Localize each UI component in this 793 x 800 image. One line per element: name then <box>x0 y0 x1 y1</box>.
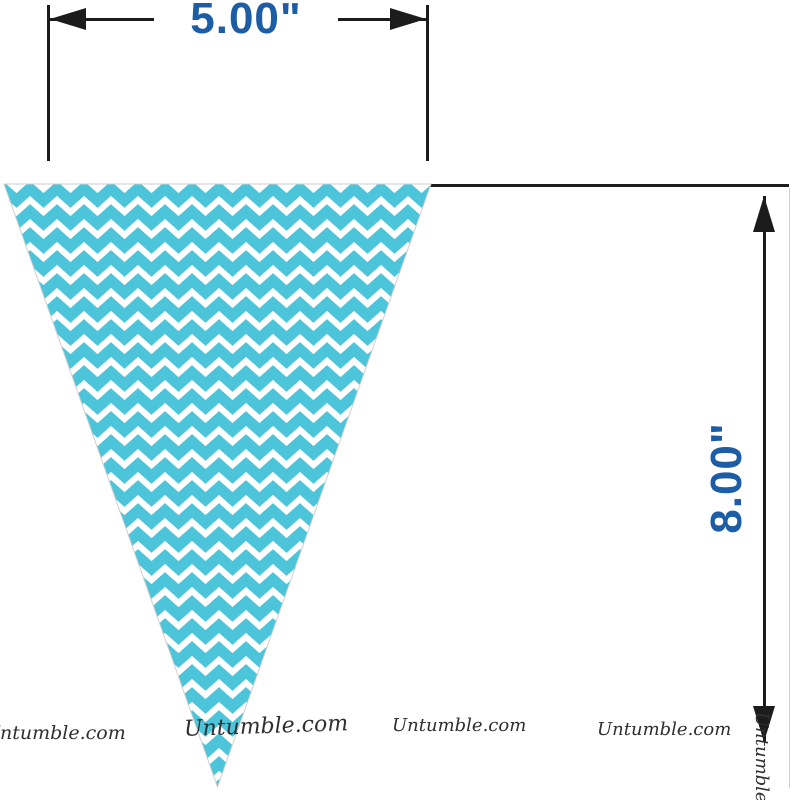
pennant-triangle <box>3 183 432 789</box>
right-edge-guide-line <box>789 188 790 788</box>
pennant-flag <box>3 183 432 789</box>
width-extension-line-left <box>47 5 50 161</box>
width-dimension-label: 5.00" <box>154 0 338 44</box>
arrow-left-icon <box>50 8 86 30</box>
arrow-down-icon <box>753 706 775 742</box>
width-extension-line-right <box>426 5 429 161</box>
watermark-edge-rotated: Untumble.com <box>751 712 772 800</box>
height-dimension-label: 8.00" <box>702 422 751 534</box>
watermark-center-right: Untumble.com <box>392 715 527 736</box>
watermark-right: Untumble.com <box>597 719 732 740</box>
arrow-up-icon <box>753 196 775 232</box>
height-extension-line-top <box>257 184 789 187</box>
arrow-right-icon <box>390 8 426 30</box>
height-dimension-line <box>763 196 766 742</box>
watermark-left: Untumble.com <box>0 722 126 744</box>
